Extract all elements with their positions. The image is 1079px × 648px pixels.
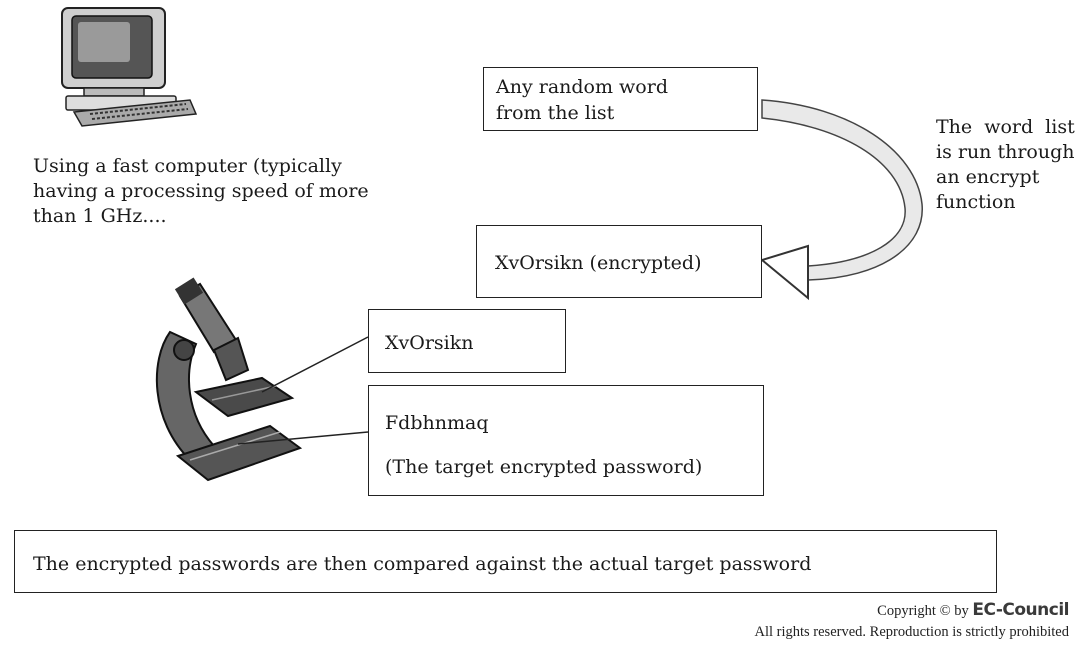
encrypt-note-line-1: The word list	[936, 116, 1075, 138]
target-password-box: Fdbhnmaq (The target encrypted password)	[368, 385, 764, 496]
ec-council-logo: EC-Council	[972, 600, 1069, 620]
caption-line-2: having a processing speed of more	[33, 180, 369, 202]
random-word-line-2: from the list	[496, 102, 615, 124]
candidate-word-box: XvOrsikn	[368, 309, 566, 373]
caption-line-3: than 1 GHz....	[33, 205, 167, 227]
encrypt-note-line-2: is run through	[936, 141, 1075, 163]
pointer-line-candidate	[261, 336, 369, 393]
random-word-line-1: Any random word	[496, 76, 668, 98]
rights-line: All rights reserved. Reproduction is str…	[754, 624, 1069, 640]
encrypted-word-text: XvOrsikn (encrypted)	[495, 252, 702, 274]
computer-caption: Using a fast computer (typically having …	[33, 154, 369, 229]
caption-line-1: Using a fast computer (typically	[33, 155, 342, 177]
encrypted-word-box: XvOrsikn (encrypted)	[476, 225, 762, 298]
encrypt-arrow	[759, 99, 923, 301]
candidate-word-text: XvOrsikn	[385, 332, 474, 354]
copyright-prefix: Copyright © by	[877, 603, 973, 619]
encrypt-note: The word list is run through an encrypt …	[936, 115, 1076, 215]
encrypt-note-line-4: function	[936, 191, 1016, 213]
comparison-text: The encrypted passwords are then compare…	[33, 553, 812, 575]
pointer-line-target	[237, 431, 369, 445]
target-password-line-1: Fdbhnmaq	[385, 412, 489, 434]
copyright-line: Copyright © by EC-Council	[877, 600, 1069, 620]
random-word-box: Any random word from the list	[483, 67, 758, 131]
comparison-box: The encrypted passwords are then compare…	[14, 530, 997, 593]
encrypt-note-line-3: an encrypt	[936, 166, 1040, 188]
computer-icon	[61, 7, 198, 127]
microscope-icon	[155, 277, 303, 482]
target-password-line-2: (The target encrypted password)	[385, 456, 703, 478]
